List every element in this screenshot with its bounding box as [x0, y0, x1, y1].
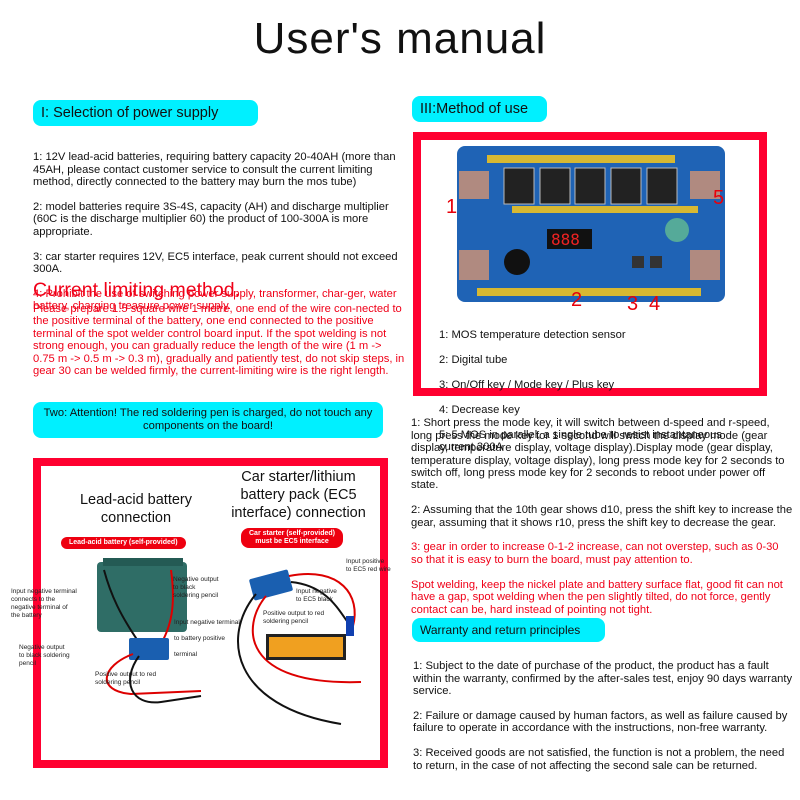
board-icon: [129, 638, 169, 660]
lead-acid-title: Lead-acid battery connection: [79, 492, 193, 526]
car-starter-badge: Car starter (self-provided) must be EC5 …: [241, 528, 343, 548]
method-warning: 3: gear in order to increase 0-1-2 incre…: [411, 541, 779, 566]
section1-item: 1: 12V lead-acid batteries, requiring ba…: [33, 151, 396, 189]
page-title: User's manual: [253, 14, 547, 63]
callout-5: 5: [713, 187, 725, 209]
section1-item: 3: car starter requires 12V, EC5 interfa…: [33, 250, 398, 276]
digital-tube-icon: [547, 229, 592, 249]
current-limiting-text: Please prepare 1.5 square wire 1 metre, …: [33, 303, 405, 378]
section1-heading: I: Selection of power supply: [33, 100, 258, 126]
legend-item: 5: 5 MOS in parallel, a single tube to r…: [439, 428, 722, 454]
method-item: 2: Assuming that the 10th gear shows d10…: [411, 504, 793, 529]
label: Input negative terminal to battery posit…: [174, 619, 240, 658]
legend-item: 1: MOS temperature detection sensor: [439, 329, 626, 342]
control-board-image: 888: [457, 146, 725, 302]
label: Input positive to EC5 red wire: [346, 558, 391, 573]
method-item: 1: Short press the mode key, it will swi…: [411, 417, 785, 492]
section1-body: 1: 12V lead-acid batteries, requiring ba…: [33, 139, 405, 325]
svg-text:888: 888: [551, 230, 580, 249]
battery-icon: [97, 562, 187, 632]
label: Negative output to black soldering penci…: [19, 644, 70, 667]
label: Input negative to EC5 black: [296, 588, 337, 603]
legend-item: 3: On/Off key / Mode key / Plus key: [439, 379, 615, 392]
current-limiting-heading: Current limiting method.: [33, 279, 240, 301]
callout-4: 4: [649, 293, 661, 315]
label: Positive output to red soldering pencil: [95, 671, 157, 686]
callout-2: 2: [571, 289, 583, 311]
label: Input negative terminal connects to the …: [11, 588, 77, 619]
lead-acid-badge: Lead-acid battery (self-provided): [61, 537, 186, 549]
board-legend: 1: MOS temperature detection sensor 2: D…: [439, 317, 739, 466]
attention-box: Two: Attention! The red soldering pen is…: [33, 402, 383, 438]
method-body: 1: Short press the mode key, it will swi…: [411, 405, 793, 628]
section1-warning: 4: Prohibit the use of switching power s…: [33, 287, 397, 313]
warranty-body: 1: Subject to the date of purchase of th…: [413, 648, 793, 784]
callout-1: 1: [446, 196, 458, 218]
lipo-pack-icon: [269, 637, 343, 657]
capacitor-icon: [665, 218, 689, 242]
buzzer-icon: [504, 249, 530, 275]
connection-diagram: Lead-acid battery connection Car starter…: [11, 458, 391, 768]
legend-item: 4: Decrease key: [439, 403, 520, 416]
warranty-item: 3: Received goods are not satisfied, the…: [413, 747, 785, 772]
warranty-item: 2: Failure or damage caused by human fac…: [413, 710, 788, 735]
label: Positive output to red soldering pencil: [263, 610, 325, 625]
legend-item: 2: Digital tube: [439, 354, 508, 367]
callout-3: 3: [627, 293, 639, 315]
warranty-item: 1: Subject to the date of purchase of th…: [413, 660, 793, 698]
section1-item: 2: model batteries require 3S-4S, capaci…: [33, 201, 389, 238]
car-starter-title: Car starter/lithium battery pack (EC5 in…: [231, 469, 366, 521]
warranty-heading: Warranty and return principles: [412, 618, 605, 642]
method-heading: III:Method of use: [412, 96, 547, 122]
label: Negative output to black soldering penci…: [173, 576, 219, 599]
method-warning: Spot welding, keep the nickel plate and …: [411, 578, 783, 616]
board-figure: 888 1 2 3 4 5 1: MOS temperature detecti…: [413, 132, 767, 453]
wiring-illustration: [97, 558, 362, 725]
